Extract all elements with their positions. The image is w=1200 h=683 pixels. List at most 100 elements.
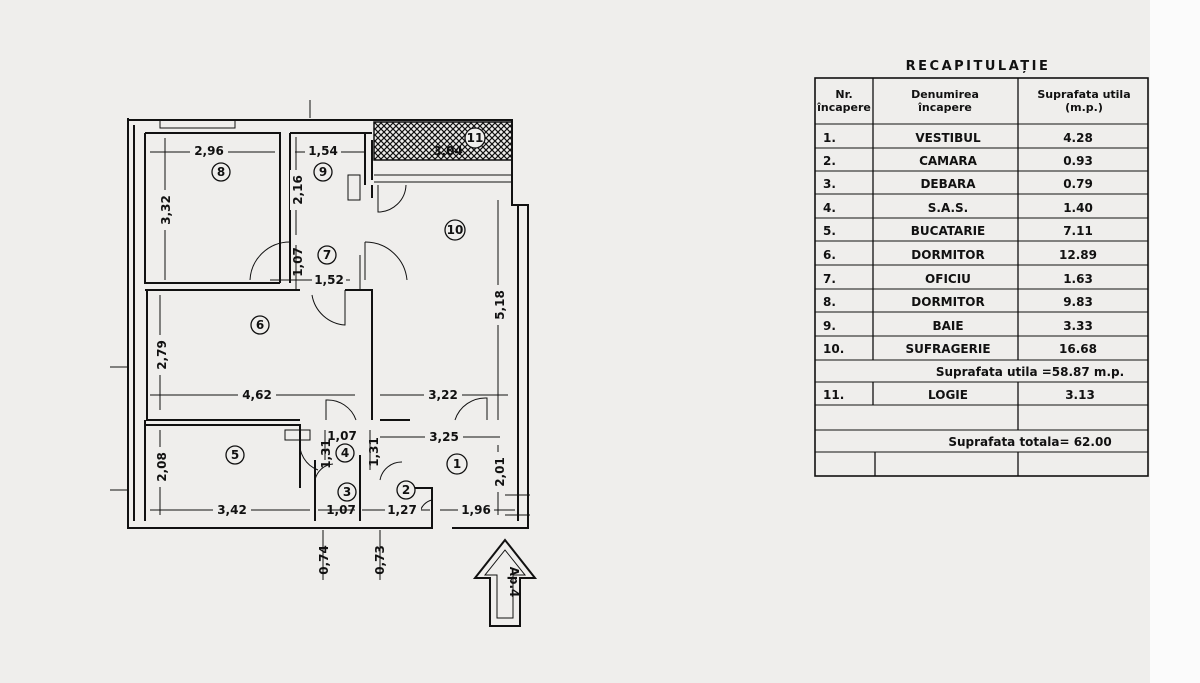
row-name: VESTIBUL	[915, 131, 981, 145]
outer-walls	[110, 100, 530, 529]
dim-3-32: 3,32	[159, 195, 173, 225]
room-11-marker: 11	[467, 131, 484, 145]
dim-2-01: 2,01	[493, 457, 507, 487]
table-row-3: 3. DEBARA 0.79	[823, 177, 1093, 191]
row-area: 4.28	[1063, 131, 1093, 145]
dim-4-62: 4,62	[242, 388, 272, 402]
scanned-paper	[0, 0, 1150, 683]
row-area: 9.83	[1063, 295, 1093, 309]
header-name: Denumirea	[911, 88, 979, 101]
row-name: DORMITOR	[911, 248, 984, 262]
dim-1-96: 1,96	[461, 503, 491, 517]
entrance-label: Ap.4	[507, 567, 521, 598]
dim-1-31-a: 1,31	[319, 439, 333, 469]
row-nr: 11.	[823, 388, 844, 402]
dim-2-96: 2,96	[194, 144, 224, 158]
row-area: 0.93	[1063, 154, 1093, 168]
room-4-marker: 4	[341, 446, 349, 460]
logia-hatch	[373, 121, 513, 161]
dim-1-07-b: 1,07	[327, 429, 357, 443]
row-nr: 1.	[823, 131, 836, 145]
room-6-marker: 6	[256, 318, 264, 332]
table-title: RECAPITULAȚIE	[906, 59, 1051, 74]
room-7-marker: 7	[323, 248, 331, 262]
table-row-7: 7. OFICIU 1.63	[823, 272, 1093, 286]
built-area-total: Suprafata totala= 62.00	[948, 435, 1111, 449]
row-name: SUFRAGERIE	[905, 342, 990, 356]
row-area: 1.40	[1063, 201, 1093, 215]
row-name: BAIE	[932, 319, 963, 333]
dimension-labels: 2,96 1,54 3,04 3,32 2,16 1,07 1,52 5,18 …	[152, 143, 508, 575]
row-name: DEBARA	[920, 177, 976, 191]
room-1-marker: 1	[453, 457, 461, 471]
header-nr-sub: încapere	[816, 101, 871, 114]
room-8-marker: 8	[217, 165, 225, 179]
dim-1-07-c: 1,07	[326, 503, 356, 517]
dim-3-25: 3,25	[429, 430, 459, 444]
header-name-sub: încapere	[917, 101, 972, 114]
table-row-9: 9. BAIE 3.33	[823, 319, 1093, 333]
room-3-marker: 3	[343, 485, 351, 499]
dim-0-73: 0,73	[373, 545, 387, 575]
room-9-marker: 9	[319, 165, 327, 179]
row-area: 0.79	[1063, 177, 1093, 191]
table-row-4: 4. S.A.S. 1.40	[823, 201, 1093, 215]
room-2-marker: 2	[402, 483, 410, 497]
row-area: 16.68	[1059, 342, 1097, 356]
dim-3-04: 3,04	[433, 144, 463, 158]
table-row-6: 6. DORMITOR 12.89	[823, 248, 1097, 262]
dim-2-08: 2,08	[155, 452, 169, 482]
row-area: 1.63	[1063, 272, 1093, 286]
summary-table: RECAPITULAȚIE Nr	[814, 59, 1149, 477]
header-nr: Nr.	[835, 88, 852, 101]
dim-1-31-b: 1,31	[367, 437, 381, 467]
row-name: BUCATARIE	[911, 224, 986, 238]
interior-walls	[144, 132, 433, 521]
table-row-5: 5. BUCATARIE 7.11	[823, 224, 1093, 238]
row-name: LOGIE	[928, 388, 968, 402]
dim-0-74: 0,74	[317, 545, 331, 575]
row-name: OFICIU	[925, 272, 971, 286]
table-row-logia: 11. LOGIE 3.13	[823, 388, 1095, 402]
row-name: S.A.S.	[928, 201, 968, 215]
door-swings	[249, 184, 488, 513]
row-nr: 8.	[823, 295, 836, 309]
row-area: 12.89	[1059, 248, 1097, 262]
header-area-sub: (m.p.)	[1065, 101, 1103, 114]
dim-3-22: 3,22	[428, 388, 458, 402]
dim-2-79: 2,79	[155, 340, 169, 370]
row-area: 3.33	[1063, 319, 1093, 333]
logia-window	[374, 174, 512, 183]
dim-1-54: 1,54	[308, 144, 338, 158]
table-row-1: 1. VESTIBUL 4.28	[823, 131, 1093, 145]
row-name: CAMARA	[919, 154, 978, 168]
row-nr: 2.	[823, 154, 836, 168]
dim-3-42: 3,42	[217, 503, 247, 517]
dim-1-52: 1,52	[314, 273, 344, 287]
table-row-8: 8. DORMITOR 9.83	[823, 295, 1093, 309]
paper-edge	[1150, 0, 1200, 683]
table-row-10: 10. SUFRAGERIE 16.68	[823, 342, 1097, 356]
table-row-2: 2. CAMARA 0.93	[823, 154, 1093, 168]
row-nr: 10.	[823, 342, 844, 356]
row-nr: 3.	[823, 177, 836, 191]
row-nr: 6.	[823, 248, 836, 262]
row-nr: 5.	[823, 224, 836, 238]
room-10-marker: 10	[447, 223, 464, 237]
row-nr: 9.	[823, 319, 836, 333]
dim-1-07-a: 1,07	[291, 247, 305, 277]
dim-1-27: 1,27	[387, 503, 417, 517]
room-5-marker: 5	[231, 448, 239, 462]
row-nr: 7.	[823, 272, 836, 286]
row-area: 7.11	[1063, 224, 1093, 238]
row-nr: 4.	[823, 201, 836, 215]
useful-area-total: Suprafata utila =58.87 m.p.	[936, 365, 1124, 379]
dim-2-16: 2,16	[291, 175, 305, 205]
row-name: DORMITOR	[911, 295, 984, 309]
dim-5-18: 5,18	[493, 290, 507, 320]
header-area: Suprafata utila	[1037, 88, 1130, 101]
room-markers: 8 9 11 10 7 6 5 4 1 3 2	[211, 127, 486, 502]
entrance-arrow: Ap.4	[472, 538, 538, 627]
row-area: 3.13	[1065, 388, 1095, 402]
